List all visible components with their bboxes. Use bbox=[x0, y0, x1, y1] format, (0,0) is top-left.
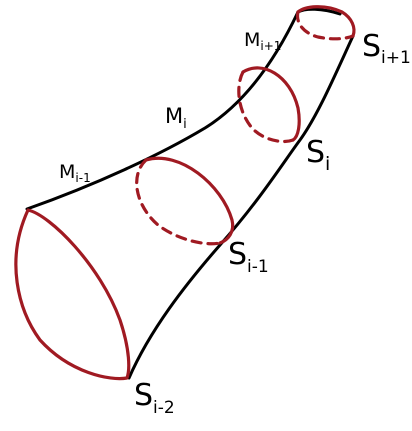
label-s-i-minus-1: Si-1 bbox=[228, 237, 269, 277]
section-s-i-plus-1-back bbox=[295, 10, 355, 41]
label-s-i-minus-2: Si-2 bbox=[134, 378, 175, 418]
label-s-i-plus-1: Si+1 bbox=[362, 29, 411, 68]
section-s-i-back bbox=[237, 70, 295, 144]
label-m-i-minus-1: Mi-1 bbox=[59, 161, 91, 185]
label-s-i: Si bbox=[306, 135, 330, 175]
section-s-i-plus-1-front bbox=[296, 5, 356, 38]
tube-bottom-edge bbox=[127, 34, 355, 380]
section-s-i-minus-1-front bbox=[144, 156, 235, 245]
section-s-i-minus-2 bbox=[14, 208, 131, 381]
section-s-i-front bbox=[241, 66, 301, 142]
label-m-i-plus-1: Mi+1 bbox=[244, 29, 281, 53]
label-m-i: Mi bbox=[165, 104, 187, 132]
tube-top-edge bbox=[25, 10, 300, 211]
section-s-i-minus-1-back bbox=[135, 158, 222, 246]
